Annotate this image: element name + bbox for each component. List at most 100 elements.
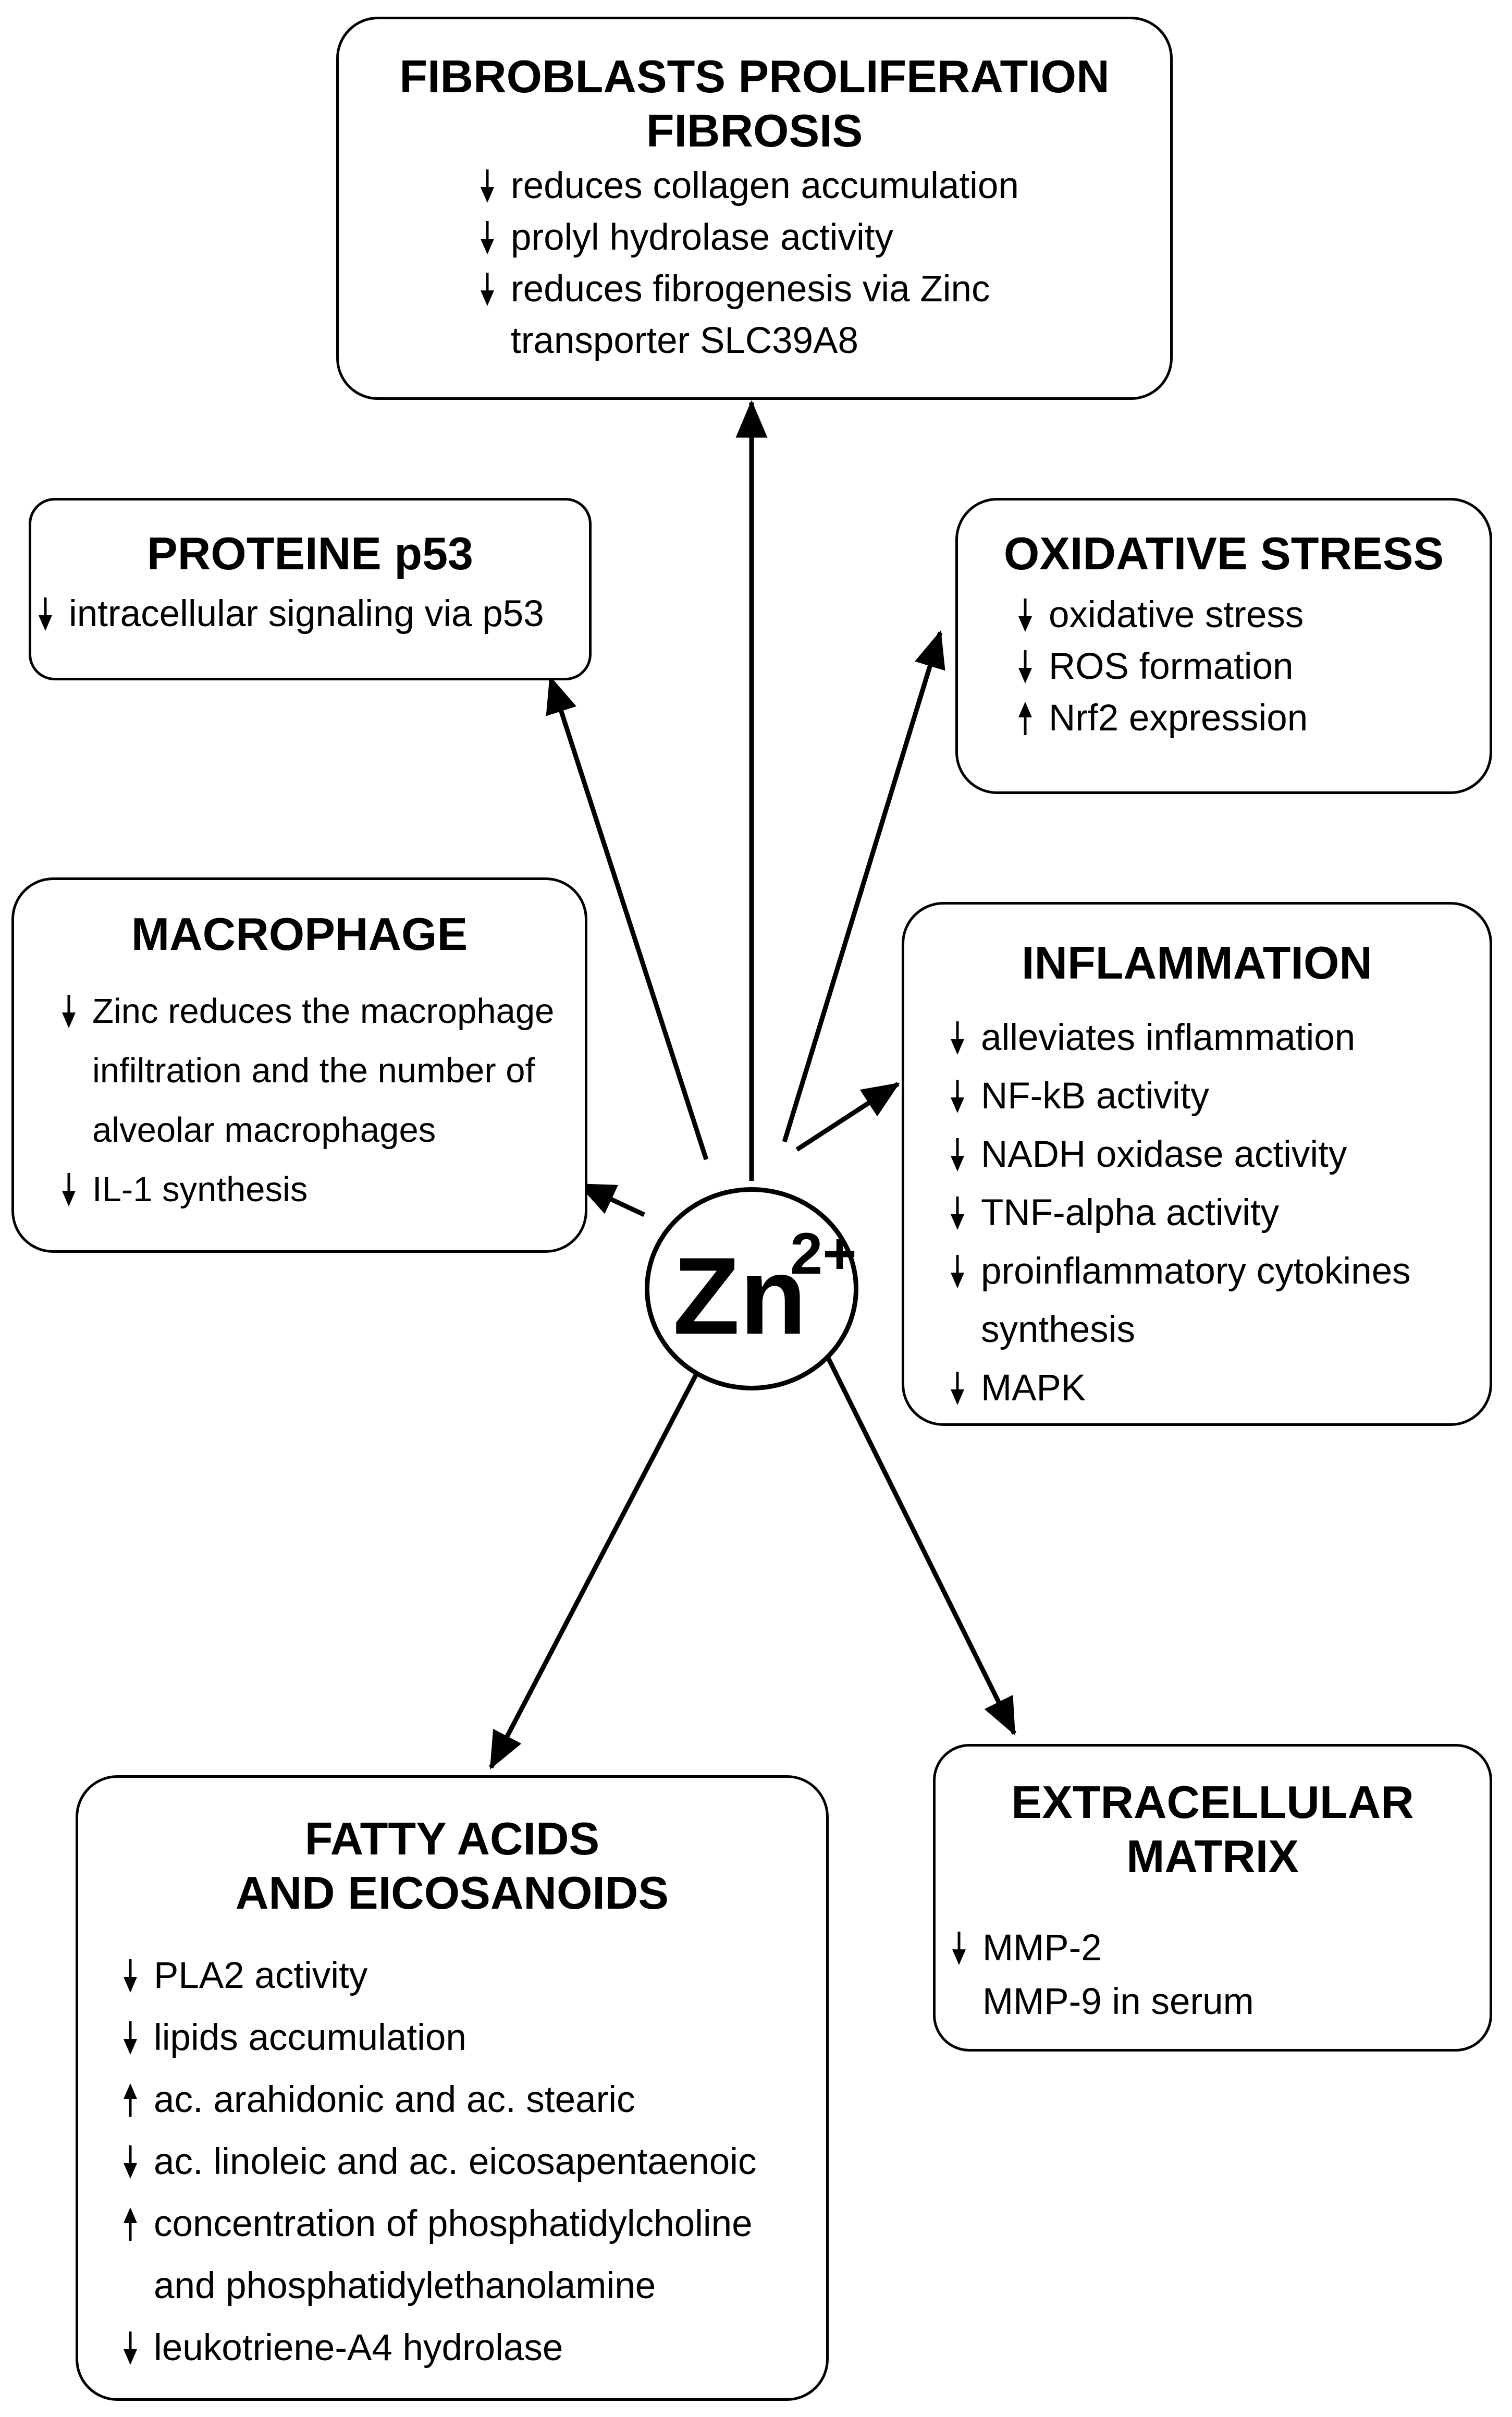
title-line: FIBROSIS (646, 105, 863, 156)
p53-effects: intracellular signaling via p53 (39, 588, 544, 640)
effect-text: lipids accumulation (154, 2017, 466, 2058)
arrow-down-icon (951, 1080, 964, 1113)
effect-text: MMP-2 (982, 1927, 1102, 1969)
arrow-down-icon (124, 2145, 137, 2179)
arrow-down-icon (481, 272, 494, 306)
effect-text: alveolar macrophages (92, 1110, 436, 1150)
effect-text: reduces collagen accumulation (511, 165, 1019, 206)
effect-text: Zinc reduces the macrophage (92, 992, 555, 1031)
effect-text: NADH oxidase activity (981, 1134, 1347, 1175)
p53-title: PROTEINE p53 (31, 527, 589, 581)
effect-item: reduces collagen accumulation (481, 160, 1019, 212)
arrow-to-p53 (546, 675, 709, 1161)
effect-item: IL-1 synthesis (62, 1160, 554, 1219)
effect-text: prolyl hydrolase activity (511, 217, 893, 258)
effect-text: IL-1 synthesis (92, 1170, 308, 1209)
effect-text: intracellular signaling via p53 (69, 593, 544, 634)
arrow-down-icon (951, 1197, 964, 1230)
effect-text: proinflammatory cytokines (981, 1251, 1411, 1292)
inflammation-title: INFLAMMATION (904, 936, 1490, 990)
effect-item: NADH oxidase activity (951, 1126, 1411, 1184)
title-line: FIBROBLASTS PROLIFERATION (399, 51, 1110, 102)
zinc-ion-node: Zn 2+ (645, 1187, 858, 1390)
effect-text: synthesis (981, 1309, 1135, 1350)
zinc-charge: 2+ (790, 1221, 857, 1286)
fatty-acids-title: FATTY ACIDS AND EICOSANOIDS (78, 1812, 826, 1920)
arrow-down-icon (124, 2331, 137, 2365)
arrow-down-icon (952, 1931, 966, 1965)
arrow-to-oxidative (782, 630, 945, 1143)
effect-item: TNF-alpha activity (951, 1184, 1411, 1242)
effect-text: concentration of phosphatidylcholine (154, 2203, 753, 2244)
arrow-to-extracellular-matrix (809, 1323, 1017, 1736)
fibroblasts-box: FIBROBLASTS PROLIFERATION FIBROSIS reduc… (336, 17, 1173, 400)
effect-item: concentration of phosphatidylcholine and … (124, 2193, 757, 2317)
oxidative-stress-title: OXIDATIVE STRESS (958, 527, 1490, 581)
arrow-up-icon (1018, 701, 1032, 735)
effect-item: ROS formation (1018, 641, 1308, 692)
arrow-down-icon (951, 1021, 964, 1055)
arrow-up-icon (124, 2207, 137, 2241)
effect-item: prolyl hydrolase activity (481, 212, 1019, 263)
effect-item: Nrf2 expression (1018, 692, 1308, 744)
arrow-down-icon (951, 1372, 964, 1405)
arrow-down-icon (1018, 650, 1032, 683)
effect-text: transporter SLC39A8 (511, 320, 858, 361)
effect-item: NF-kB activity (951, 1067, 1411, 1126)
title-line: MATRIX (1126, 1830, 1299, 1882)
arrow-up-icon (124, 2083, 137, 2117)
arrow-down-icon (124, 2021, 137, 2055)
effect-text: oxidative stress (1049, 594, 1304, 636)
zinc-symbol: Zn (673, 1235, 807, 1357)
title-line: MACROPHAGE (131, 908, 468, 960)
arrow-to-inflammation (795, 1082, 900, 1152)
arrow-down-icon (481, 221, 494, 254)
title-line: PROTEINE p53 (147, 528, 473, 579)
arrow-down-icon (951, 1255, 964, 1288)
effect-item: proinflammatory cytokines synthesis (951, 1242, 1411, 1359)
arrow-down-icon (39, 597, 52, 631)
effect-text: leukotriene-A4 hydrolase (154, 2327, 563, 2369)
arrow-down-icon (951, 1138, 964, 1171)
fatty-acids-effects: PLA2 activity lipids accumulation ac. arah… (124, 1945, 757, 2379)
effect-item: intracellular signaling via p53 (39, 588, 544, 640)
arrow-to-macrophage (577, 1182, 645, 1217)
effect-text: PLA2 activity (154, 1955, 368, 1996)
effect-item: ac. linoleic and ac. eicosapentaenoic (124, 2131, 757, 2193)
title-line: OXIDATIVE STRESS (1003, 528, 1444, 579)
fatty-acids-box: FATTY ACIDS AND EICOSANOIDS PLA2 activit… (76, 1775, 829, 2401)
arrow-to-fatty-acids (489, 1334, 719, 1769)
effect-item: oxidative stress (1018, 589, 1308, 641)
arrow-down-icon (62, 995, 76, 1028)
effect-item: lipids accumulation (124, 2007, 757, 2069)
arrow-down-icon (124, 1959, 137, 1993)
effect-text: and phosphatidylethanolamine (154, 2265, 656, 2306)
effect-item: PLA2 activity (124, 1945, 757, 2007)
title-line: FATTY ACIDS (304, 1813, 600, 1864)
title-line: INFLAMMATION (1022, 937, 1372, 988)
effect-text: Nrf2 expression (1049, 698, 1308, 739)
effect-text: TNF-alpha activity (981, 1192, 1280, 1234)
effect-text: alleviates inflammation (981, 1017, 1356, 1058)
title-line: EXTRACELLULAR (1011, 1776, 1414, 1828)
effect-text: ROS formation (1049, 646, 1294, 687)
effect-text: reduces fibrogenesis via Zinc (511, 268, 990, 310)
effect-item: ac. arahidonic and ac. stearic (124, 2069, 757, 2131)
effect-item: reduces fibrogenesis via Zinc transporter… (481, 263, 1019, 367)
title-line: AND EICOSANOIDS (235, 1867, 669, 1919)
effect-item: alleviates inflammation (951, 1009, 1411, 1067)
effect-text: MAPK (981, 1368, 1086, 1409)
arrow-down-icon (62, 1173, 76, 1206)
effect-text: ac. arahidonic and ac. stearic (154, 2079, 635, 2120)
